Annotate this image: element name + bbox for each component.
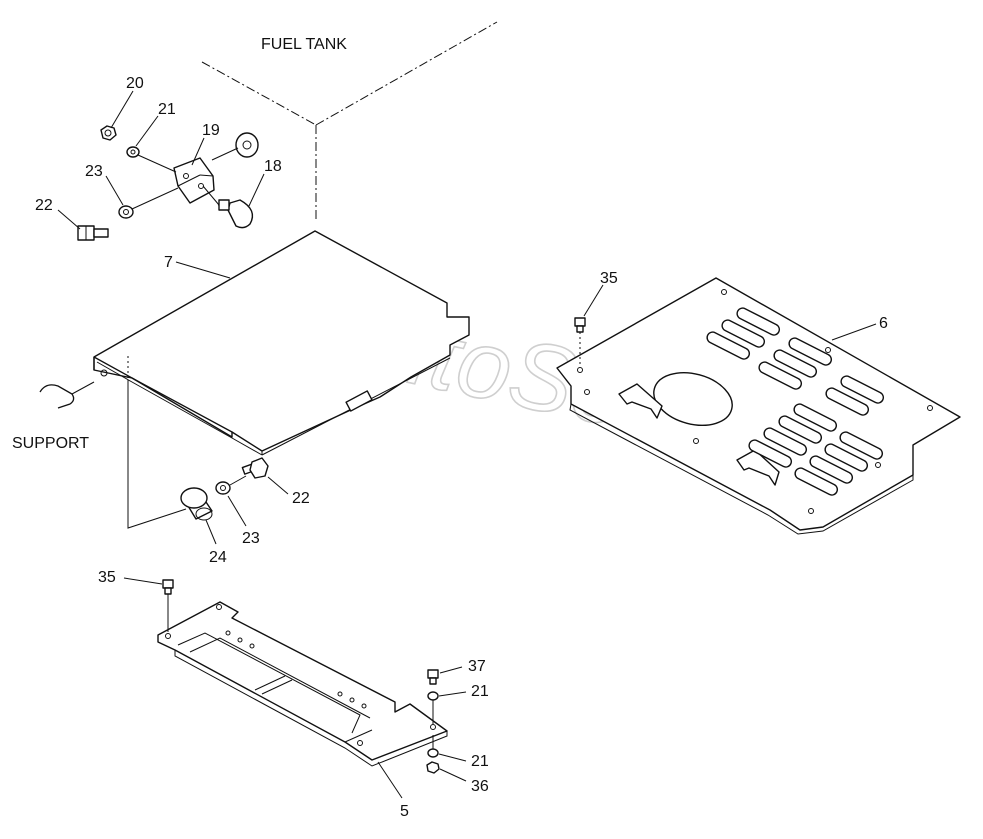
- callout-22-top: 22: [35, 197, 53, 214]
- leader-21-b: [438, 753, 467, 762]
- callout-19: 19: [202, 122, 220, 139]
- leader-6: [831, 323, 877, 341]
- callout-21-a: 21: [471, 683, 489, 700]
- callout-23-mid: 23: [242, 530, 260, 547]
- hardware-cluster-top: [77, 125, 259, 241]
- fuel-tank-outline: [201, 21, 498, 220]
- leader-36: [439, 768, 467, 782]
- callout-36: 36: [471, 778, 489, 795]
- callout-5: 5: [400, 803, 409, 820]
- callout-37: 37: [468, 658, 486, 675]
- callout-21-top: 21: [158, 101, 176, 118]
- rail-bracket-5: [157, 579, 448, 774]
- callout-35-left: 35: [98, 569, 116, 586]
- leader-7: [175, 261, 231, 279]
- leader-22-mid: [267, 476, 289, 495]
- callout-20: 20: [126, 75, 144, 92]
- callout-24: 24: [209, 549, 227, 566]
- callout-23-top: 23: [85, 163, 103, 180]
- vented-plate-6: [556, 277, 961, 535]
- callout-7: 7: [164, 254, 173, 271]
- leader-21-a: [438, 691, 467, 697]
- leader-19: [191, 137, 205, 166]
- hardware-cluster-mid: [127, 380, 269, 529]
- callout-18: 18: [264, 158, 282, 175]
- leader-37: [439, 666, 463, 674]
- callout-6: 6: [879, 315, 888, 332]
- fuel-tank-caption: FUEL TANK: [261, 36, 347, 53]
- callout-22-mid: 22: [292, 490, 310, 507]
- leader-22-top: [57, 209, 81, 230]
- callout-35-right: 35: [600, 270, 618, 287]
- leader-18: [248, 173, 265, 207]
- leader-20: [110, 90, 134, 129]
- support-rod: [39, 381, 95, 409]
- leader-35-left: [123, 577, 163, 585]
- support-caption: SUPPORT: [12, 435, 89, 452]
- cover-plate-7: [93, 230, 470, 456]
- leader-35-right: [583, 284, 604, 317]
- leader-5: [377, 761, 403, 799]
- leader-23-top: [105, 175, 124, 206]
- leader-23-mid: [227, 495, 247, 527]
- leader-21-top: [135, 115, 159, 147]
- leader-24: [205, 519, 217, 545]
- callout-21-b: 21: [471, 753, 489, 770]
